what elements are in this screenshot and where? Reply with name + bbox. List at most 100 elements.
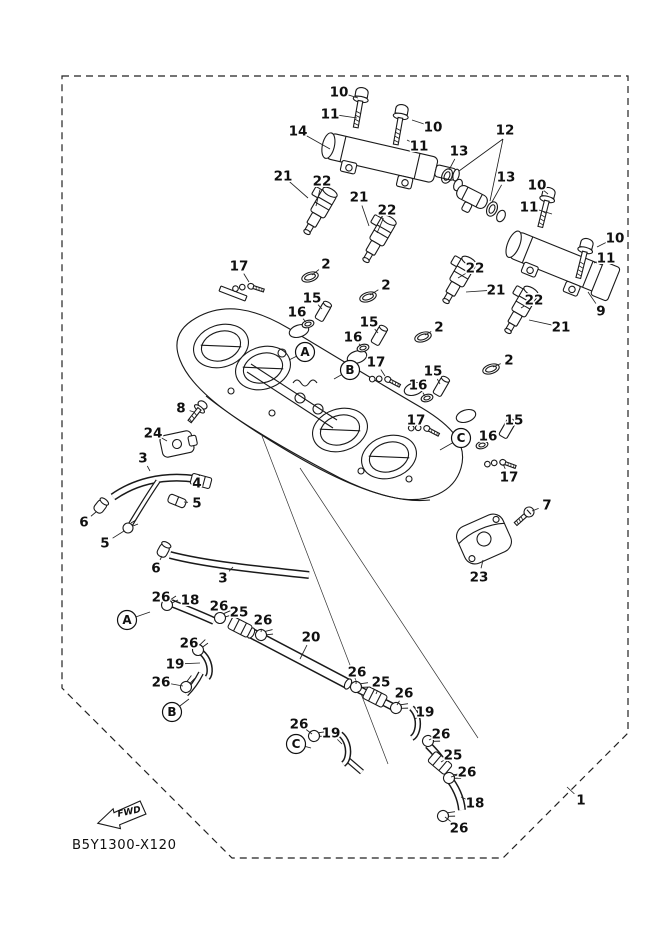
callout-label-3: 3 [138,451,147,467]
callout-label-20: 20 [302,630,321,646]
callout-label-26: 26 [152,590,171,606]
leader-line [457,272,468,279]
callout-label-15: 15 [360,315,379,331]
leader-line [593,261,598,264]
fwd-arrow: FWD [96,800,147,830]
fuel-rails [321,85,621,302]
vacuum-hoses-left [93,472,310,579]
callout-label-24: 24 [144,426,163,442]
callout-label-16: 16 [479,429,498,445]
callout-label-17: 17 [230,259,249,275]
callout-label-6: 6 [151,561,160,577]
callout-label-19: 19 [166,657,185,673]
leader-line [260,628,262,633]
callout-label-15: 15 [424,364,443,380]
leader-line [135,611,151,618]
reference-bubble-B [161,701,183,723]
callout-label-21: 21 [350,190,369,206]
leader-line [169,683,184,687]
leader-line [179,698,190,707]
callout-label-10: 10 [606,231,625,247]
fuel-hose-assembly-bottom [160,595,466,827]
reference-bubble-A [294,341,316,363]
leader-line [315,189,321,207]
leader-line [380,369,386,377]
leader-line [444,816,453,823]
callout-label-2: 2 [381,278,390,294]
callout-label-26: 26 [348,665,367,681]
callout-label-21: 21 [552,320,571,336]
leader-line [317,304,323,310]
leader-lines [90,94,608,823]
leader-line [159,555,163,561]
leader-line [528,319,553,326]
callout-label-5: 5 [100,536,109,552]
callout-label-25: 25 [372,675,391,691]
leader-line [492,363,501,368]
long-leader-lines [261,435,479,765]
leader-line [305,746,312,749]
callout-label-13: 13 [497,170,516,186]
callout-label-5: 5 [192,496,201,512]
callout-label-12: 12 [496,123,515,139]
callout-label-18: 18 [181,593,200,609]
leader-line [302,318,307,323]
callout-label-4: 4 [192,476,201,492]
leader-line [288,355,297,361]
diagram-border [61,75,629,859]
leader-line [347,94,359,99]
leader-line [422,392,426,397]
leader-line [460,796,467,800]
leader-line [520,304,527,309]
leader-line [543,190,549,195]
callout-label-25: 25 [444,748,463,764]
leader-line [448,158,456,171]
leader-line [414,716,418,720]
callout-label-21: 21 [274,169,293,185]
callout-label-17: 17 [500,470,519,486]
leader-line [596,241,608,248]
leader-line [305,729,313,735]
callout-label-16: 16 [344,330,363,346]
callout-label-26: 26 [450,821,469,837]
callout-label-26: 26 [254,613,273,629]
callout-label-11: 11 [410,139,429,155]
callout-label-21: 21 [487,283,506,299]
callout-label-6: 6 [79,515,88,531]
callout-label-26: 26 [432,727,451,743]
leader-line [428,737,434,741]
callout-label-10: 10 [330,85,349,101]
callout-label-23: 23 [470,570,489,586]
callout-label-9: 9 [596,304,605,320]
reference-bubble-C [285,733,307,755]
leader-line [396,700,400,706]
callout-label-22: 22 [313,174,332,190]
leader-line [537,209,553,215]
leader-line [587,291,597,304]
leader-line [424,331,432,336]
leader-line [374,328,379,334]
callout-label-10: 10 [528,178,547,194]
callout-label-14: 14 [289,124,308,140]
leader-line [90,511,97,517]
callout-label-26: 26 [210,599,229,615]
reference-bubble-letter: A [122,613,132,627]
callout-label-11: 11 [597,251,616,267]
reference-bubble-letter: A [300,345,310,359]
leader-line [243,273,250,283]
callout-label-13: 13 [450,144,469,160]
leader-line [406,139,412,143]
callout-label-19: 19 [322,726,341,742]
leader-line [338,114,358,119]
callout-label-1: 1 [576,793,585,809]
callout-label-17: 17 [367,355,386,371]
leader-line [305,135,331,150]
callout-label-22: 22 [378,203,397,219]
reference-bubble-letter: B [345,363,354,377]
diagram-code: B5Y1300-X120 [72,838,177,853]
leader-line [299,644,308,660]
callout-label-10: 10 [424,120,443,136]
leader-line [440,759,446,763]
